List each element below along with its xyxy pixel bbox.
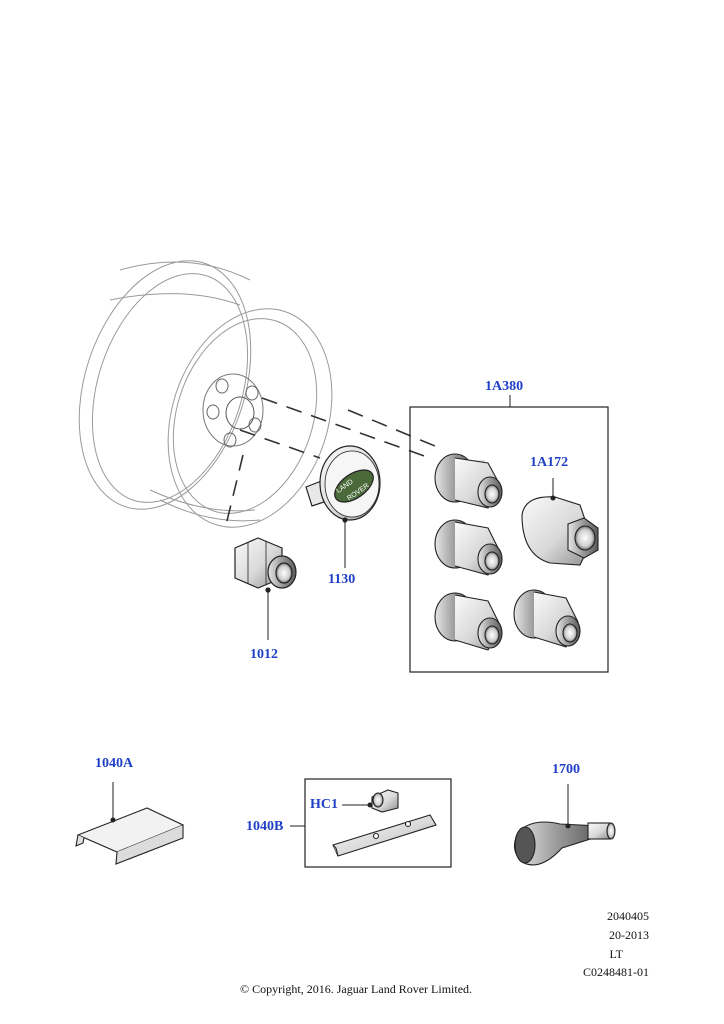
callout-1040a[interactable]: 1040A (95, 756, 134, 771)
locking-nut-2 (434, 519, 503, 576)
wheel-weight-stick-on (75, 782, 185, 865)
locking-nut-4 (513, 589, 581, 648)
callout-1a172[interactable]: 1A172 (530, 455, 569, 470)
weight-clip (342, 789, 399, 813)
callout-1130[interactable]: 1130 (328, 572, 356, 587)
reference-code-3: LT (609, 947, 623, 961)
reference-code-1: 2040405 (607, 909, 649, 923)
callout-1012[interactable]: 1012 (250, 647, 278, 662)
wheel-nut (234, 537, 297, 640)
copyright-notice: © Copyright, 2016. Jaguar Land Rover Lim… (239, 982, 473, 996)
centre-badge: LAND ROVER (305, 445, 381, 568)
wheel-weight-clip-on (332, 814, 437, 857)
locking-kit-frame (409, 395, 609, 673)
locking-nut-1 (434, 453, 503, 509)
locking-nut-3 (434, 592, 503, 651)
callout-1a380[interactable]: 1A380 (485, 379, 524, 394)
alignment-lines (225, 397, 436, 526)
callout-1700[interactable]: 1700 (552, 762, 580, 777)
reference-code-2: 20-2013 (609, 928, 649, 942)
callout-1040b[interactable]: 1040B (246, 819, 284, 834)
wheel-weight-clip-on-frame (290, 778, 452, 868)
reference-code-4: C0248481-01 (583, 965, 649, 979)
road-wheel (78, 260, 333, 528)
tyre-valve (513, 784, 616, 866)
locking-key (521, 478, 599, 566)
callout-hc1[interactable]: HC1 (310, 797, 338, 812)
